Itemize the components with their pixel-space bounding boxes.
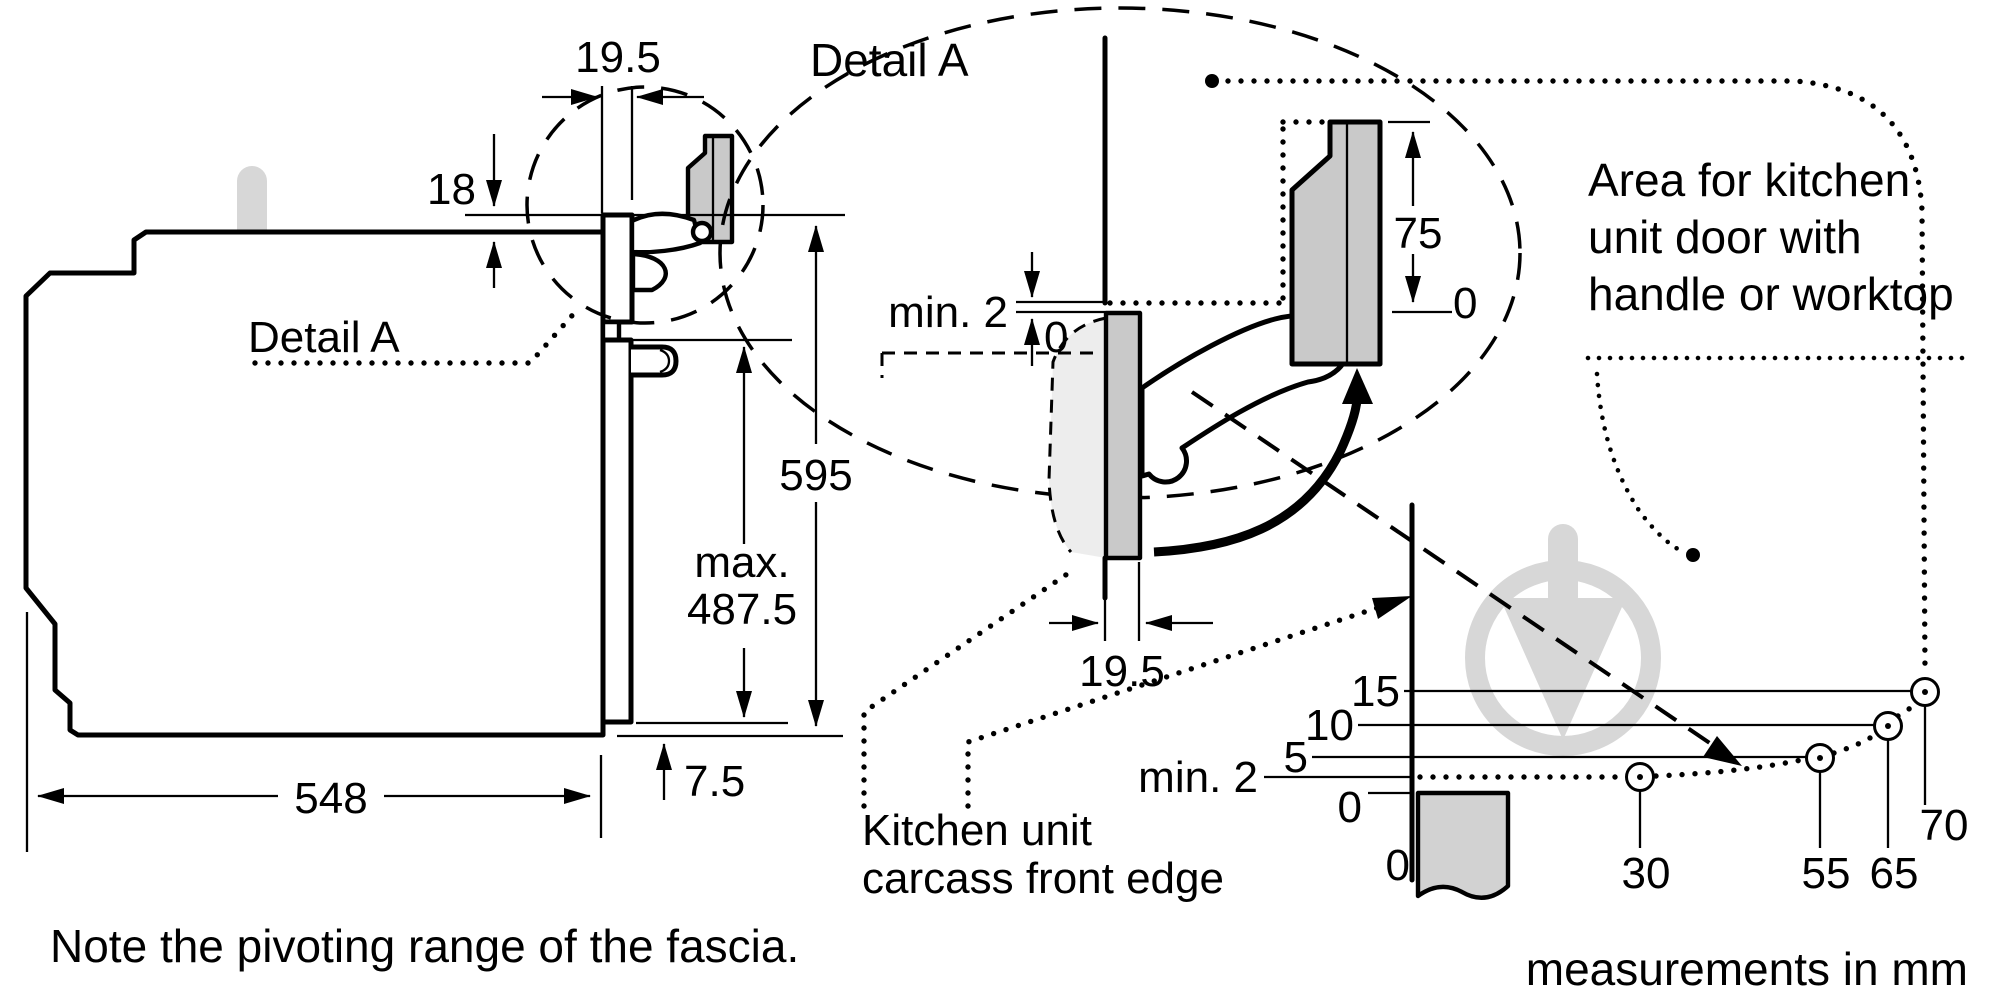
graph-ylabel-15: 15 [1351,667,1400,716]
dim-label-min-2: min. 2 [888,288,1008,337]
kitchen-door-section [1289,119,1383,367]
door-area-dotted-outline [1107,119,1335,306]
graph-dotted-curve [1653,694,1925,779]
detail-a-pointer-label: Detail A [248,313,400,362]
area-note-line1: Area for kitchen [1588,154,1910,206]
graph-xlabel-30: 30 [1622,849,1671,898]
graph-xlabel-55: 55 [1802,849,1851,898]
dim-label-19-5-left: 19.5 [575,33,661,82]
dim-label-zero-door: 0 [1453,279,1477,328]
fascia-pivot-range-boundary [1047,316,1107,554]
carcass-note-line1: Kitchen unit [862,806,1092,855]
dim-label-18: 18 [427,165,476,214]
fascia-section [1103,310,1143,561]
graph-xlabel-65: 65 [1870,849,1919,898]
dim-label-487-5: 487.5 [687,585,797,634]
dim-label-7-5: 7.5 [684,757,745,806]
area-note: Area for kitchen unit door with handle o… [1205,74,1971,671]
detail-a-title: Detail A [810,34,969,86]
carcass-panel-section [1415,790,1511,900]
graph-point-30 [1625,762,1655,848]
graph-xlabel-0: 0 [1386,841,1410,890]
dimension-max-487-5: max. 487.5 [687,346,797,718]
oven-side-view: 19.5 18 595 max. 487.5 7.5 [23,33,853,972]
carcass-leader-arrowhead [1372,596,1412,619]
control-knob [628,344,679,378]
graph-point-70 [1910,677,1940,805]
graph-xlabel-70: 70 [1920,801,1969,850]
oven-door-front [600,337,634,725]
detail-a-boundary-circle [718,6,1522,500]
detail-a-callout-circle [525,85,765,325]
detail-a-view: Detail A min. 2 0 [718,6,1522,696]
area-leader-start-dot [1205,74,1219,88]
detail-a-leader-dotted [252,307,580,366]
graph-ylabel-5: 5 [1284,733,1308,782]
dim-label-75: 75 [1394,209,1443,258]
control-knob-face-line [659,348,671,374]
dimension-fascia-19-5: 19.5 [1049,562,1213,696]
trajectory-dashed-line [1190,390,1722,752]
carcass-leader-right [965,600,1395,809]
graph-point-55 [1805,743,1835,848]
dim-label-595: 595 [779,451,852,500]
graph-ylabel-0: 0 [1338,783,1362,832]
area-note-leader-curve [1594,371,1689,556]
units-note: measurements in mm [1526,943,1968,995]
fascia-pivot-range-shading [1049,318,1106,558]
oven-fascia-step [600,319,622,343]
dimension-depth-548: 548 [25,612,603,852]
dim-label-548: 548 [294,774,367,823]
carcass-note: Kitchen unit carcass front edge [861,565,1412,903]
dimension-door-75: 75 0 [1388,120,1477,328]
dimension-height-595: 595 [779,225,853,727]
dimension-top-gap: 19.5 [542,33,704,213]
dim-label-19-5-detail: 19.5 [1079,647,1165,696]
area-leader-dotted-top [1225,78,1928,671]
area-note-line2: unit door with [1588,211,1862,263]
graph-ylabel-min2: min. 2 [1138,753,1258,802]
area-leader-end-dot [1686,548,1700,562]
carcass-leader-left [861,565,1079,809]
graph-ylabel-10: 10 [1305,701,1354,750]
dim-label-zero-top: 0 [1044,313,1068,362]
oven-body-outline [23,229,606,738]
pivoting-note: Note the pivoting range of the fascia. [50,920,799,972]
trajectory-arrowhead [1703,736,1742,766]
watermark-logo-right [1465,524,1661,756]
fascia-swing-arrow [1153,368,1373,557]
oven-fascia-bar [600,212,635,325]
dimension-fascia-offset: 18 [427,134,502,288]
gap-projection-graph: 15 10 5 min. 2 0 0 30 [1138,390,1969,900]
dim-label-max: max. [694,538,789,587]
graph-point-65 [1873,711,1903,848]
dimension-bottom-gap: 7.5 [656,743,745,806]
zero-reference-dashed [880,351,1094,378]
hinge-arm-mini [629,211,714,293]
carcass-note-line2: carcass front edge [862,854,1224,903]
area-note-line3: handle or worktop [1588,268,1954,320]
